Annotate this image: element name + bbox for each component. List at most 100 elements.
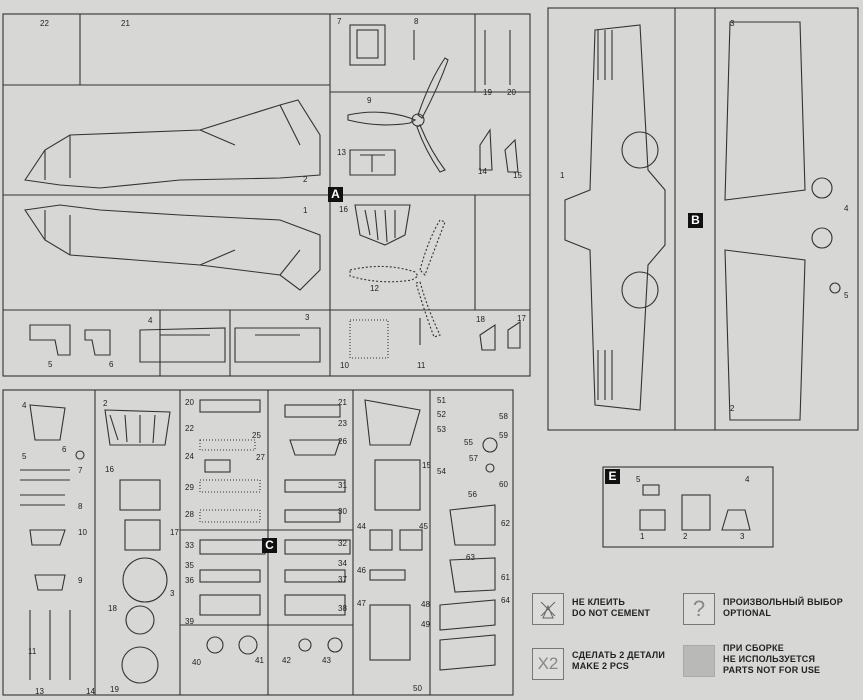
part-number: 64 bbox=[501, 596, 510, 605]
part-number: 15 bbox=[422, 461, 431, 470]
part-number: 45 bbox=[419, 522, 428, 531]
part-number: 5 bbox=[22, 452, 27, 461]
part-number: 21 bbox=[121, 19, 130, 28]
part-number: 10 bbox=[340, 361, 349, 370]
part-number: 21 bbox=[338, 398, 347, 407]
part-number: 41 bbox=[255, 656, 264, 665]
part-number: 28 bbox=[185, 510, 194, 519]
part-number: 60 bbox=[499, 480, 508, 489]
part-number: 35 bbox=[185, 561, 194, 570]
parts-not-for-use-swatch bbox=[683, 645, 715, 677]
part-number: 8 bbox=[414, 17, 419, 26]
part-number: 7 bbox=[337, 17, 342, 26]
sprue-letter-e: E bbox=[605, 469, 620, 484]
part-number: 6 bbox=[109, 360, 114, 369]
part-number: 14 bbox=[478, 167, 487, 176]
part-number: 8 bbox=[78, 502, 83, 511]
part-number: 1 bbox=[640, 532, 645, 541]
part-number: 25 bbox=[252, 431, 261, 440]
part-number: 53 bbox=[437, 425, 446, 434]
part-number: 19 bbox=[110, 685, 119, 694]
part-number: 20 bbox=[185, 398, 194, 407]
part-number: 37 bbox=[338, 575, 347, 584]
part-number: 5 bbox=[48, 360, 53, 369]
part-number: 18 bbox=[108, 604, 117, 613]
part-number: 6 bbox=[62, 445, 67, 454]
part-number: 42 bbox=[282, 656, 291, 665]
part-number: 3 bbox=[740, 532, 745, 541]
part-number: 24 bbox=[185, 452, 194, 461]
part-number: 59 bbox=[499, 431, 508, 440]
part-number: 50 bbox=[413, 684, 422, 693]
part-number: 22 bbox=[185, 424, 194, 433]
part-number: 49 bbox=[421, 620, 430, 629]
part-number: 57 bbox=[469, 454, 478, 463]
part-number: 47 bbox=[357, 599, 366, 608]
part-number: 16 bbox=[339, 205, 348, 214]
part-number: 19 bbox=[483, 88, 492, 97]
part-number: 23 bbox=[338, 419, 347, 428]
part-number: 3 bbox=[730, 19, 735, 28]
part-number: 56 bbox=[468, 490, 477, 499]
part-number: 40 bbox=[192, 658, 201, 667]
part-number: 39 bbox=[185, 617, 194, 626]
part-number: 2 bbox=[303, 175, 308, 184]
part-number: 13 bbox=[337, 148, 346, 157]
part-number: 61 bbox=[501, 573, 510, 582]
sprue-letter-a: A bbox=[328, 187, 343, 202]
part-number: 36 bbox=[185, 576, 194, 585]
part-number: 63 bbox=[466, 553, 475, 562]
part-number: 17 bbox=[170, 528, 179, 537]
optional-icon: ? bbox=[683, 593, 715, 625]
part-number: 27 bbox=[256, 453, 265, 462]
part-number: 46 bbox=[357, 566, 366, 575]
part-number: 32 bbox=[338, 539, 347, 548]
make-two-icon: X2 bbox=[532, 648, 564, 680]
part-number: 9 bbox=[367, 96, 372, 105]
part-number: 44 bbox=[357, 522, 366, 531]
sprue-letter-b: B bbox=[688, 213, 703, 228]
part-number: 3 bbox=[170, 589, 175, 598]
part-number: 4 bbox=[745, 475, 750, 484]
part-number: 1 bbox=[303, 206, 308, 215]
part-number: 10 bbox=[78, 528, 87, 537]
no-cement-icon bbox=[532, 593, 564, 625]
part-number: 12 bbox=[370, 284, 379, 293]
part-number: 13 bbox=[35, 687, 44, 696]
part-number: 34 bbox=[338, 559, 347, 568]
part-number: 11 bbox=[417, 361, 426, 370]
part-number: 2 bbox=[683, 532, 688, 541]
part-number: 54 bbox=[437, 467, 446, 476]
part-number: 29 bbox=[185, 483, 194, 492]
part-number: 5 bbox=[636, 475, 641, 484]
part-number: 17 bbox=[517, 314, 526, 323]
part-number: 16 bbox=[105, 465, 114, 474]
part-number: 2 bbox=[730, 404, 735, 413]
part-number: 51 bbox=[437, 396, 446, 405]
part-number: 5 bbox=[844, 291, 849, 300]
part-number: 2 bbox=[103, 399, 108, 408]
sprue-c-frame bbox=[2, 389, 514, 696]
part-number: 11 bbox=[28, 647, 37, 656]
part-number: 62 bbox=[501, 519, 510, 528]
part-number: 14 bbox=[86, 687, 95, 696]
part-number: 9 bbox=[78, 576, 83, 585]
part-number: 4 bbox=[844, 204, 849, 213]
part-number: 26 bbox=[338, 437, 347, 446]
part-number: 20 bbox=[507, 88, 516, 97]
part-number: 38 bbox=[338, 604, 347, 613]
part-number: 43 bbox=[322, 656, 331, 665]
sprue-letter-c: C bbox=[262, 538, 277, 553]
sprue-b-frame bbox=[547, 7, 859, 431]
part-number: 22 bbox=[40, 19, 49, 28]
part-number: 4 bbox=[22, 401, 27, 410]
part-number: 31 bbox=[338, 481, 347, 490]
part-number: 7 bbox=[78, 466, 83, 475]
part-number: 15 bbox=[513, 171, 522, 180]
part-number: 4 bbox=[148, 316, 153, 325]
